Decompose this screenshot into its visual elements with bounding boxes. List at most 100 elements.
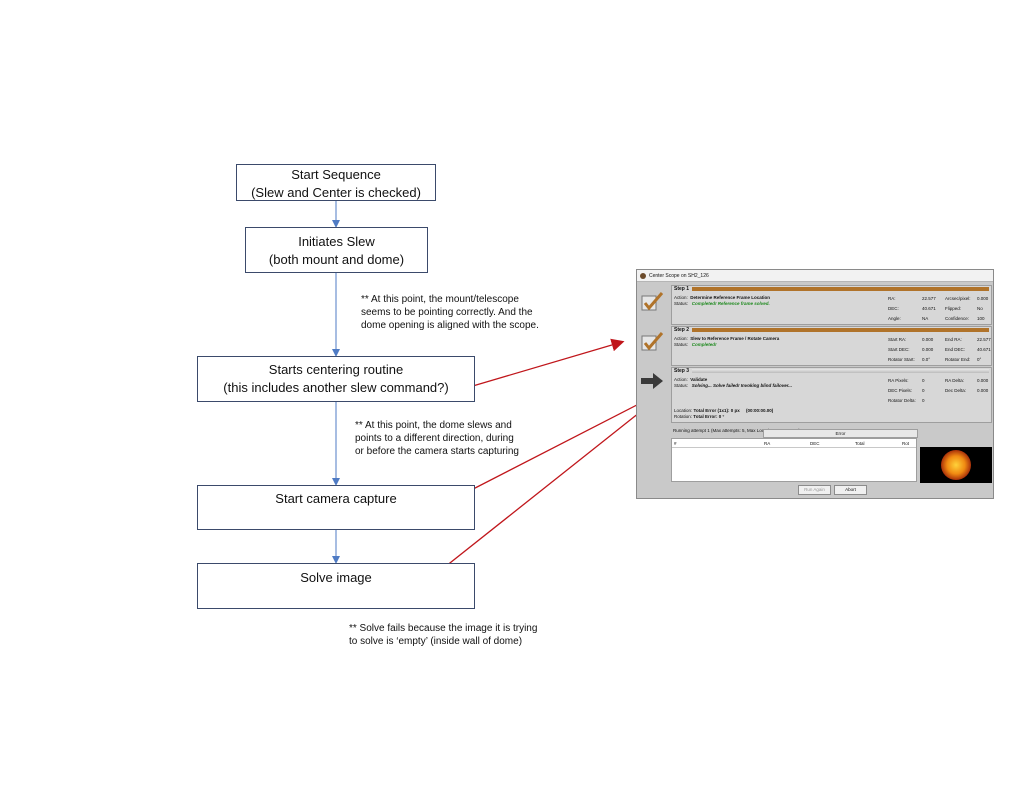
- center-scope-window: Center Scope on SH2_126 Step 1 Action: D…: [636, 269, 994, 499]
- status-label: Status:: [674, 301, 689, 306]
- start-capture-box: Start camera capture: [197, 485, 475, 530]
- field-value: 40.671: [977, 347, 991, 352]
- attempts-table: Error # RA DEC Total Rot: [671, 429, 918, 482]
- field-key: End RA:: [945, 337, 962, 342]
- starts-centering-box: Starts centering routine (this includes …: [197, 356, 475, 402]
- run-again-button[interactable]: Run Again: [798, 485, 831, 495]
- rotation-label: Rotation:: [674, 414, 693, 419]
- column-header: RA: [764, 441, 771, 446]
- field-value: 0.0°: [922, 357, 931, 362]
- field-key: Confidence:: [945, 316, 970, 321]
- field-key: DEC Pixels:: [888, 388, 913, 393]
- action-label: Action:: [674, 377, 688, 382]
- note-line: ** At this point, the mount/telescope: [361, 294, 519, 305]
- field-key: RA Delta:: [945, 378, 965, 383]
- field-value: No: [977, 306, 983, 311]
- elapsed-time: (00:00:00.00): [746, 408, 774, 413]
- abort-button[interactable]: Abort: [834, 485, 867, 495]
- field-value: 0.000: [977, 388, 989, 393]
- field-value: 22.577: [977, 337, 991, 342]
- column-header: DEC: [810, 441, 820, 446]
- field-value: 100: [977, 316, 985, 321]
- step1-panel: Step 1 Action: Determine Reference Frame…: [671, 285, 992, 325]
- step2-progress-bar: [692, 328, 989, 332]
- field-key: Start RA:: [888, 337, 907, 342]
- box-title: Start camera capture: [275, 491, 397, 506]
- field-key: Rotator Start:: [888, 357, 915, 362]
- rotation-error-row: Rotation: Total Error: 0 °: [674, 414, 724, 419]
- note-dome-slews: ** At this point, the dome slews and poi…: [355, 419, 519, 458]
- checkmark-icon: [641, 292, 664, 311]
- rotation-error-label: Total Error:: [693, 414, 718, 419]
- note-mount-pointing: ** At this point, the mount/telescope se…: [361, 293, 539, 332]
- status-value: Completed!: [691, 342, 717, 347]
- field-key: DEC:: [888, 306, 899, 311]
- current-step-arrow-icon: [641, 373, 663, 389]
- location-error-row: Location: Total Error (1x1): 0 px (00:00…: [674, 408, 773, 413]
- red-arrow-capture-to-step3: [441, 387, 671, 506]
- field-key: End DEC:: [945, 347, 966, 352]
- field-value: 0: [922, 378, 925, 383]
- note-line: ** At this point, the dome slews and: [355, 420, 512, 431]
- field-key: RA Pixels:: [888, 378, 909, 383]
- box-title: Starts centering routine: [268, 362, 404, 377]
- field-value: 0.000: [922, 337, 934, 342]
- status-value: Completed! Reference frame solved.: [691, 301, 770, 306]
- field-value: 0.000: [922, 347, 934, 352]
- action-value: Slew to Reference Frame / Rotate Camera: [690, 336, 780, 341]
- column-header: #: [674, 441, 677, 446]
- action-value: Determine Reference Frame Location: [690, 295, 771, 300]
- note-line: dome opening is aligned with the scope.: [361, 320, 539, 331]
- field-value: NA: [922, 316, 929, 321]
- box-subtitle: (both mount and dome): [268, 252, 405, 267]
- note-line: ** Solve fails because the image it is t…: [349, 623, 538, 634]
- field-value: 0: [922, 388, 925, 393]
- column-header: Total: [855, 441, 865, 446]
- field-key: Rotator Delta:: [888, 398, 916, 403]
- sun-image-icon: [941, 450, 971, 480]
- step3-progress-bar: [692, 369, 989, 373]
- field-row: RA:: [888, 296, 896, 301]
- field-key: RA:: [888, 296, 896, 301]
- sun-preview-image: [920, 447, 992, 483]
- note-line: to solve is ‘empty’ (inside wall of dome…: [349, 636, 523, 647]
- initiates-slew-box: Initiates Slew (both mount and dome): [245, 227, 428, 273]
- action-value: Validate: [690, 377, 708, 382]
- status-label: Status:: [674, 342, 689, 347]
- action-label: Action:: [674, 295, 688, 300]
- window-title: Center Scope on SH2_126: [649, 272, 709, 279]
- field-key: Start DEC:: [888, 347, 910, 352]
- red-arrow-solve-to-status: [430, 384, 676, 579]
- step-label: Step 2: [674, 327, 690, 333]
- box-subtitle: (Slew and Center is checked): [251, 185, 421, 200]
- note-line: or before the camera starts capturing: [355, 446, 519, 457]
- status-label: Status:: [674, 383, 689, 388]
- running-attempt-text: Running attempt 1 (Max attempts: 5, Max …: [673, 428, 804, 433]
- field-value: 0: [922, 398, 925, 403]
- field-value: 22.577: [922, 296, 936, 301]
- field-key: Rotator End:: [945, 357, 971, 362]
- box-title: Solve image: [300, 570, 372, 585]
- step1-progress-bar: [692, 287, 989, 291]
- box-title: Initiates Slew: [298, 234, 375, 249]
- window-titlebar: Center Scope on SH2_126: [637, 270, 993, 282]
- red-arrow-centering-to-step2: [465, 338, 625, 389]
- field-value: 0°: [977, 357, 982, 362]
- field-key: Dec Delta:: [945, 388, 967, 393]
- step-label: Step 3: [674, 368, 690, 374]
- checkmark-icon: [641, 332, 664, 351]
- error-header: Error: [763, 429, 918, 438]
- box-subtitle: (this includes another slew command?): [223, 380, 449, 395]
- field-key: Flipped:: [945, 306, 962, 311]
- box-title: Start Sequence: [291, 167, 381, 182]
- total-error-label: Total Error (1x1):: [693, 408, 730, 413]
- field-key: Arcsec/pixel:: [945, 296, 971, 301]
- column-header: Rot: [902, 441, 910, 446]
- total-error-value: 0 px: [730, 408, 740, 413]
- note-solve-fails: ** Solve fails because the image it is t…: [349, 622, 537, 648]
- step2-panel: Step 2 Action: Slew to Reference Frame /…: [671, 326, 992, 366]
- step-label: Step 1: [674, 286, 690, 292]
- app-icon: [640, 272, 646, 279]
- field-value: 0.000: [977, 296, 989, 301]
